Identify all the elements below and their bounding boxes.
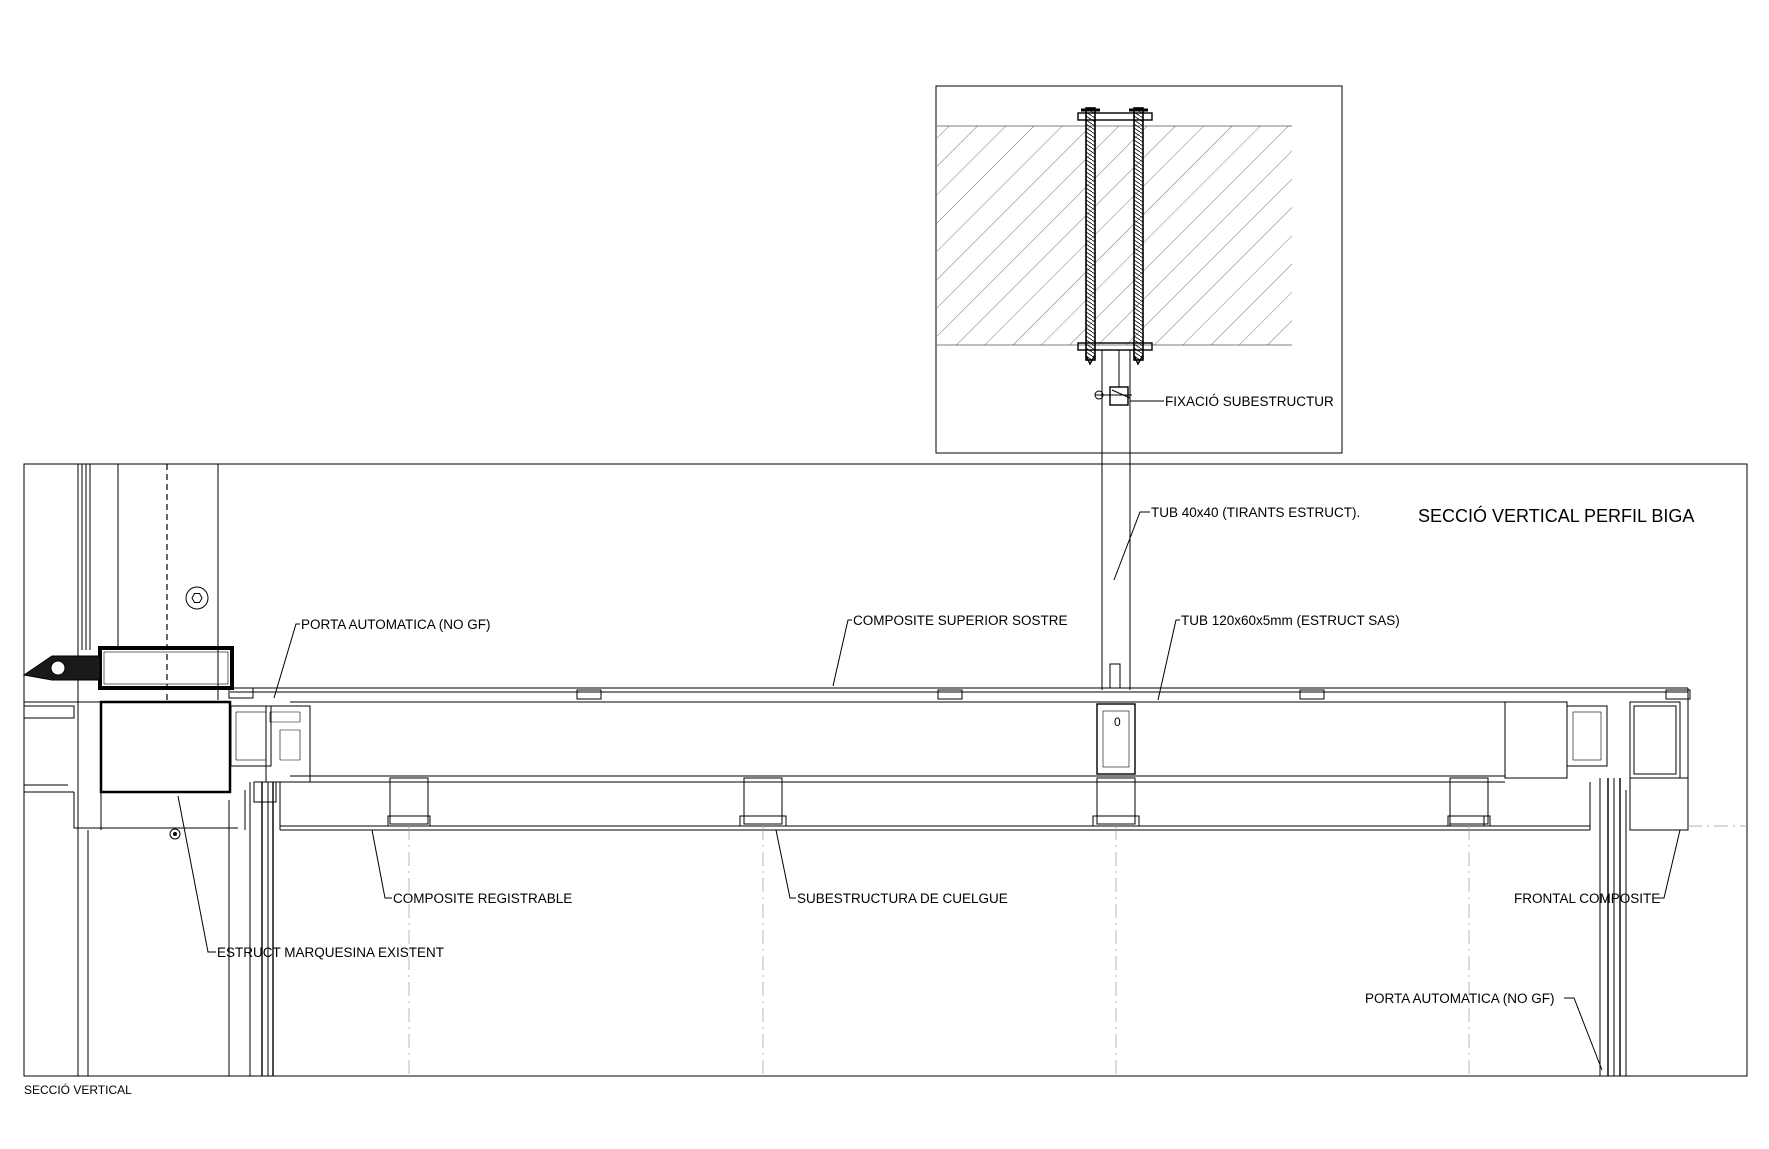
center-lines [408, 825, 1747, 1076]
leader-lines [177, 389, 1681, 1071]
top-plate [1077, 112, 1153, 121]
threaded-rod-left [1085, 107, 1096, 361]
upper-detail [935, 85, 1343, 690]
existing-beam [99, 700, 232, 794]
label-tub-40: TUB 40x40 (TIRANTS ESTRUCT). [1151, 505, 1360, 520]
glazing-profile [98, 646, 234, 690]
label-porta-left: PORTA AUTOMATICA (NO GF) [301, 617, 491, 632]
label-tub-120: TUB 120x60x5mm (ESTRUCT SAS) [1181, 613, 1400, 628]
hex-bolt-icon [185, 586, 209, 610]
threaded-rod-right [1133, 107, 1144, 361]
label-composite-registrable: COMPOSITE REGISTRABLE [393, 891, 572, 906]
bottom-plate [1077, 342, 1153, 351]
main-tube: 0 [290, 663, 1505, 777]
drawing-caption: SECCIÓ VERTICAL [24, 1082, 132, 1097]
label-fixacio: FIXACIÓ SUBESTRUCTUR [1165, 394, 1334, 409]
label-subestructura: SUBESTRUCTURA DE CUELGUE [797, 891, 1008, 906]
section-title: SECCIÓ VERTICAL PERFIL BIGA [1418, 505, 1694, 526]
svg-text:0: 0 [1114, 715, 1121, 729]
left-door-profile [228, 687, 311, 1076]
label-estruct: ESTRUCT MARQUESINA EXISTENT [217, 945, 444, 960]
section-frame [23, 463, 1748, 1077]
tube-120x60-section [1096, 703, 1136, 775]
hatched-beam [937, 126, 1292, 345]
detail-frame [935, 85, 1343, 454]
top-composite [230, 687, 1691, 830]
registrable-composite [279, 781, 1591, 831]
label-composite-superior: COMPOSITE SUPERIOR SOSTRE [853, 613, 1068, 628]
existing-structure [22, 464, 238, 1076]
hanger-substructure [387, 777, 1491, 827]
target-icon [169, 828, 181, 840]
label-porta-right: PORTA AUTOMATICA (NO GF) [1365, 991, 1555, 1006]
right-door-profile [1504, 701, 1689, 1076]
label-frontal: FRONTAL COMPOSITE [1514, 891, 1660, 906]
